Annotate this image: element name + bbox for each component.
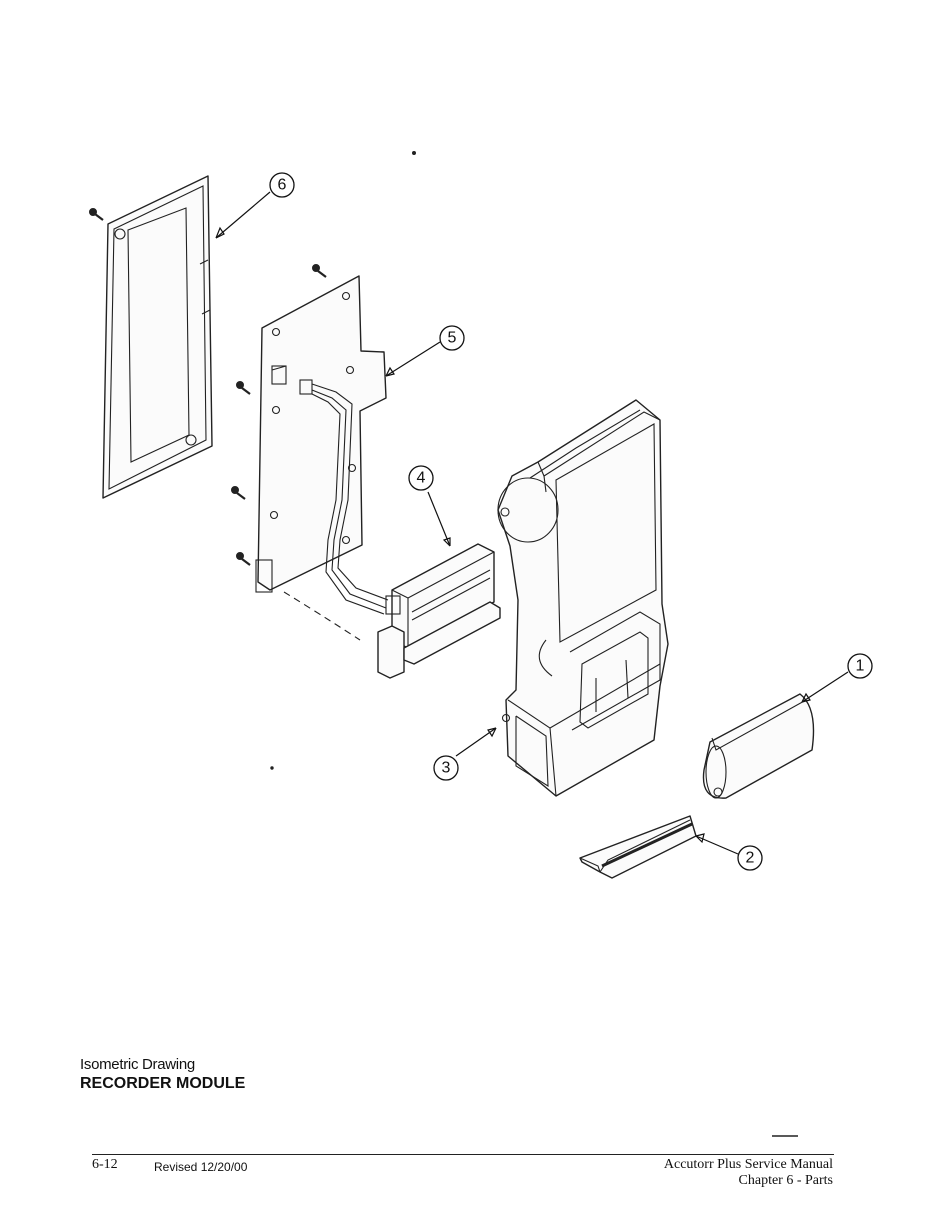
part-6-rear-panel — [103, 176, 212, 498]
svg-text:5: 5 — [448, 330, 457, 347]
callout-4: 4 — [409, 466, 433, 490]
assembly-dashed-line — [284, 592, 360, 640]
callout-2: 2 — [738, 846, 762, 870]
part-3-housing — [498, 400, 668, 796]
callout-3: 3 — [434, 756, 458, 780]
svg-text:3: 3 — [442, 760, 451, 777]
footer-manual-info: Accutorr Plus Service Manual Chapter 6 -… — [664, 1157, 833, 1189]
part-6-screw — [90, 209, 104, 221]
part-4-connector — [378, 544, 500, 678]
caption-title: RECORDER MODULE — [80, 1075, 245, 1093]
svg-text:1: 1 — [856, 658, 865, 675]
svg-text:2: 2 — [746, 850, 755, 867]
callout-1: 1 — [848, 654, 872, 678]
figure-caption: Isometric Drawing RECORDER MODULE — [80, 1056, 245, 1093]
part-2-tear-bar — [580, 816, 696, 878]
speck-mark — [413, 152, 416, 155]
svg-text:6: 6 — [278, 177, 287, 194]
footer-chapter: Chapter 6 - Parts — [664, 1173, 833, 1189]
speck-mark — [271, 767, 273, 769]
part-5-circuit-board — [256, 276, 388, 614]
callout-5: 5 — [440, 326, 464, 350]
svg-text:4: 4 — [417, 470, 426, 487]
part-1-paper-roll — [703, 694, 813, 798]
footer-rule — [92, 1154, 834, 1155]
caption-subtitle: Isometric Drawing — [80, 1056, 245, 1073]
footer-manual-title: Accutorr Plus Service Manual — [664, 1157, 833, 1173]
footer-page-number: 6-12 — [92, 1157, 118, 1173]
footer-revision-date: Revised 12/20/00 — [154, 1160, 247, 1174]
callout-6: 6 — [270, 173, 294, 197]
